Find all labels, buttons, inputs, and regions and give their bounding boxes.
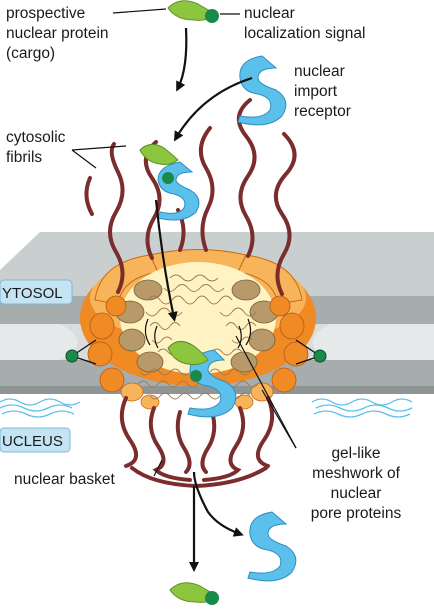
import-receptor: [237, 55, 287, 126]
nls-dot: [205, 9, 219, 23]
nucleus-tab: UCLEUS: [0, 427, 71, 453]
cytosol-label: YTOSOL: [2, 285, 63, 302]
basket-label: nuclear basket: [14, 471, 116, 488]
svg-text:prospective: prospective: [6, 5, 85, 22]
cargo-protein: [167, 0, 219, 23]
receptor-label: nuclear import receptor: [294, 63, 351, 120]
svg-text:fibrils: fibrils: [6, 149, 42, 166]
svg-text:nuclear: nuclear: [294, 63, 345, 80]
svg-text:(cargo): (cargo): [6, 45, 55, 62]
svg-text:pore proteins: pore proteins: [311, 505, 402, 522]
meshwork-label: gel-like meshwork of nuclear pore protei…: [311, 445, 402, 522]
svg-text:nuclear: nuclear: [331, 485, 382, 502]
cargo-receptor-complex-in-pore: [167, 341, 237, 418]
svg-text:gel-like: gel-like: [331, 445, 380, 462]
pore-membrane-anchor: [65, 339, 327, 365]
svg-text:nuclear basket: nuclear basket: [14, 471, 116, 488]
svg-text:cytosolic: cytosolic: [6, 129, 66, 146]
transport-arrows: [154, 27, 253, 572]
released-receptor: [247, 511, 297, 582]
svg-text:nuclear protein: nuclear protein: [6, 25, 109, 42]
fibrils-label: cytosolic fibrils: [6, 129, 66, 166]
svg-text:meshwork of: meshwork of: [312, 465, 401, 482]
nucleus-label: UCLEUS: [2, 433, 63, 450]
nuclear-lamina: [0, 398, 413, 418]
svg-text:localization signal: localization signal: [244, 25, 366, 42]
released-cargo: [169, 582, 219, 605]
cytosolic-fibrils: [84, 98, 297, 296]
nls-label: nuclear localization signal: [244, 5, 366, 42]
svg-text:import: import: [294, 83, 338, 100]
cargo-label: prospective nuclear protein (cargo): [6, 5, 109, 62]
svg-text:receptor: receptor: [294, 103, 351, 120]
cytosol-tab: YTOSOL: [0, 279, 73, 305]
svg-text:nuclear: nuclear: [244, 5, 295, 22]
nuclear-basket: [119, 396, 275, 489]
leader-lines: [71, 8, 297, 477]
nuclear-pore-complex: [65, 249, 327, 410]
cargo-receptor-complex-docked: [139, 144, 200, 221]
